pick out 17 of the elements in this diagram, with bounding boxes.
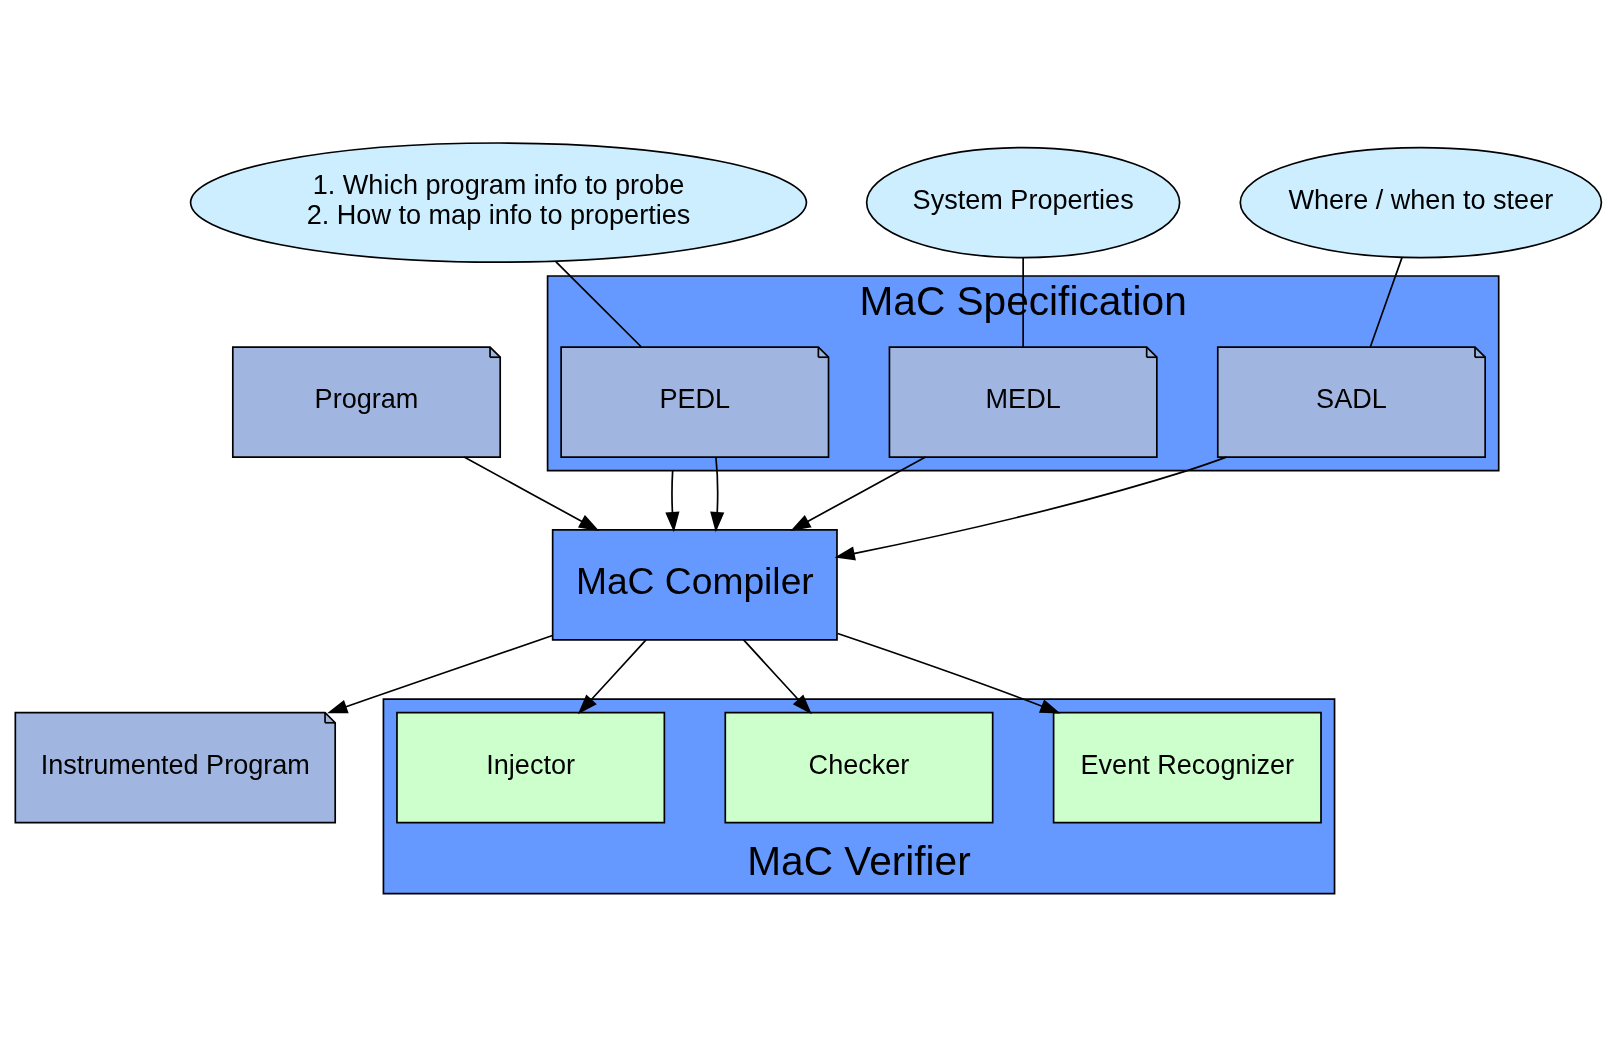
arrow [577, 638, 647, 714]
arrow [836, 632, 1061, 713]
arrow [834, 455, 1228, 560]
node-ellipse: 1. Which program info to probe 2. How to map info to properties [189, 141, 808, 263]
node-box: MaC Compiler [551, 528, 838, 641]
arrow [665, 469, 680, 532]
arrow [710, 455, 725, 532]
arrow [463, 455, 600, 531]
connector [1369, 256, 1403, 347]
node-ellipse: System Properties [865, 146, 1181, 258]
node-box: Injector [396, 711, 666, 823]
node-box: Event Recognizer [1052, 711, 1322, 823]
connector [554, 260, 642, 348]
node-box: Checker [724, 711, 994, 823]
arrow [327, 634, 554, 713]
arrow [742, 638, 812, 714]
node-ellipse: Where / when to steer [1239, 146, 1603, 258]
